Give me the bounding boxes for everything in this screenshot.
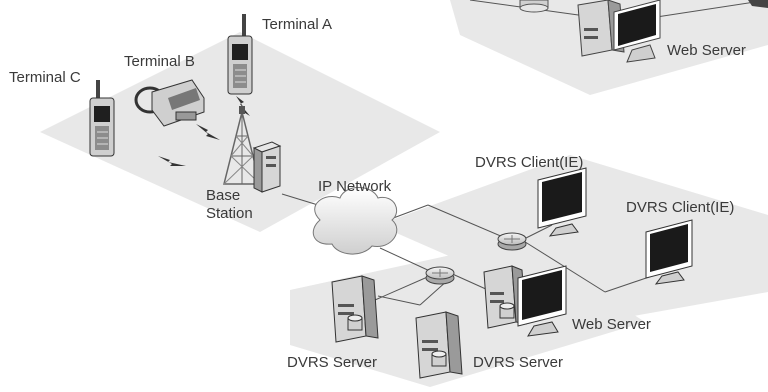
top-monitor-icon [613, 0, 661, 63]
top-disk-icon [519, 0, 549, 13]
dvrs-client-1-monitor-icon [537, 167, 587, 237]
signal-lightning-icons [158, 96, 250, 166]
base-station-label-line2: Station [206, 205, 253, 222]
dvrs-client-2-label: DVRS Client(IE) [626, 199, 735, 216]
router-left-icon [425, 266, 455, 285]
dvrs-server-1-label: DVRS Server [287, 354, 378, 371]
terminal-c-label: Terminal C [9, 69, 81, 86]
top-right-edge-icon [748, 0, 768, 8]
dvrs-server-1-tower-icon [331, 275, 379, 343]
terminal-a-handheld-icon [227, 14, 253, 95]
web-server-top-label: Web Server [667, 42, 746, 59]
bottom-disk-icon [499, 302, 515, 319]
base-station-rack-icon [252, 141, 282, 193]
dvrs-server-2-tower-icon [415, 311, 463, 379]
platform-radio-area [40, 32, 440, 232]
base-station-label-line1: Base [206, 187, 241, 204]
ip-network-cloud-icon [312, 187, 398, 255]
terminal-b-label: Terminal B [124, 53, 195, 70]
ip-network-label: IP Network [318, 178, 392, 195]
terminal-a-label: Terminal A [262, 16, 333, 33]
router-right-icon [497, 232, 527, 251]
dvrs-client-2-monitor-icon [645, 219, 693, 285]
dvrs-server-2-label: DVRS Server [473, 354, 564, 371]
bottom-monitor-icon [517, 265, 567, 337]
dvrs-client-1-label: DVRS Client(IE) [475, 154, 584, 171]
terminal-b-vehicle-radio-icon [134, 79, 205, 127]
antenna-tower-icon [223, 106, 261, 185]
terminal-c-handheld-icon [89, 80, 115, 157]
web-server-bottom-label: Web Server [572, 316, 651, 333]
